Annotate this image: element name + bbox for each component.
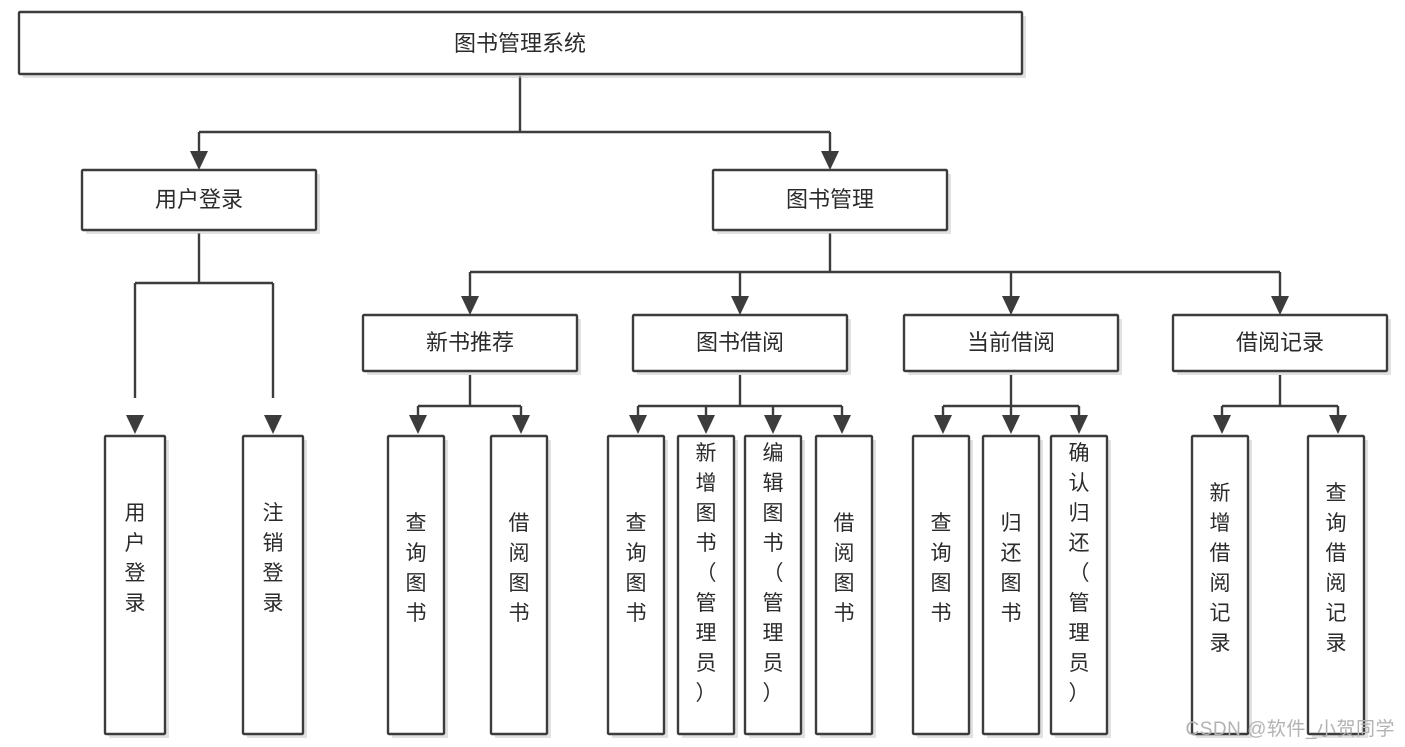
book-borrow-label: 图书借阅 xyxy=(696,330,784,355)
root-box[interactable] xyxy=(17,10,1024,76)
leaf-query-book-3[interactable]: 查询图书 xyxy=(911,434,973,738)
leaf-confirm-return-label: 确认归还（管理员） xyxy=(1069,442,1090,705)
arrow-to-leaf-borrow-book-1 xyxy=(512,415,530,434)
arrow-to-leaf-add-record xyxy=(1213,415,1231,434)
node-current-borrow[interactable]: 当前借阅 xyxy=(902,313,1122,375)
book-manage-label: 图书管理 xyxy=(786,187,874,212)
arrow-to-leaf-query-book-3 xyxy=(934,415,952,434)
arrow-to-leaf-query-book-1 xyxy=(409,415,427,434)
leaf-borrow-book-2[interactable]: 借阅图书 xyxy=(814,434,876,738)
leaf-borrow-book-2-box[interactable] xyxy=(814,434,874,736)
node-borrow-record[interactable]: 借阅记录 xyxy=(1171,313,1391,375)
current-borrow-label: 当前借阅 xyxy=(967,330,1055,355)
arrow-to-leaf-edit-book xyxy=(764,415,782,434)
leaf-add-record-box[interactable] xyxy=(1190,434,1250,736)
new-book-recommend-label: 新书推荐 xyxy=(426,330,514,355)
leaf-user-login-label: 用户登录 xyxy=(125,502,146,615)
book-borrow-box[interactable] xyxy=(631,313,849,373)
leaf-query-record-label: 查询借阅记录 xyxy=(1326,482,1347,655)
arrow-to-book-manage xyxy=(821,151,839,170)
arrow-to-user-login xyxy=(190,151,208,170)
leaf-query-book-1-label: 查询图书 xyxy=(406,512,427,625)
leaf-borrow-book-1[interactable]: 借阅图书 xyxy=(489,434,551,738)
arrow-to-leaf-user-login xyxy=(126,415,144,434)
leaf-return-book-label: 归还图书 xyxy=(1001,512,1022,625)
leaf-add-record-label: 新增借阅记录 xyxy=(1210,482,1231,655)
arrow-to-leaf-confirm-return xyxy=(1070,415,1088,434)
root-label: 图书管理系统 xyxy=(454,31,586,56)
borrow-record-label: 借阅记录 xyxy=(1236,330,1324,355)
borrow-record-box[interactable] xyxy=(1171,313,1389,373)
leaf-confirm-return[interactable]: 确认归还（管理员） xyxy=(1049,434,1111,738)
arrow-to-leaf-borrow-book-2 xyxy=(833,415,851,434)
leaf-user-logout-label: 注销登录 xyxy=(263,502,284,615)
arrow-to-book-borrow xyxy=(731,296,749,315)
leaf-edit-book-box[interactable] xyxy=(743,434,803,736)
leaf-user-logout-box[interactable] xyxy=(241,434,305,736)
arrow-to-leaf-query-record xyxy=(1329,415,1347,434)
leaf-query-book-1[interactable]: 查询图书 xyxy=(386,434,448,738)
leaf-query-record-box[interactable] xyxy=(1306,434,1366,736)
arrow-to-borrow-record xyxy=(1271,296,1289,315)
arrow-to-new-book-recommend xyxy=(461,296,479,315)
leaf-borrow-book-1-box[interactable] xyxy=(489,434,549,736)
node-book-borrow[interactable]: 图书借阅 xyxy=(631,313,851,375)
leaf-return-book-box[interactable] xyxy=(981,434,1041,736)
leaf-query-book-3-box[interactable] xyxy=(911,434,971,736)
leaf-add-record[interactable]: 新增借阅记录 xyxy=(1190,434,1252,738)
current-borrow-box[interactable] xyxy=(902,313,1120,373)
leaf-query-book-3-label: 查询图书 xyxy=(931,512,952,625)
arrow-to-leaf-user-logout xyxy=(264,415,282,434)
leaf-user-logout[interactable]: 注销登录 xyxy=(241,434,307,738)
leaf-confirm-return-box[interactable] xyxy=(1049,434,1109,736)
leaf-query-record[interactable]: 查询借阅记录 xyxy=(1306,434,1368,738)
node-new-book-recommend[interactable]: 新书推荐 xyxy=(361,313,581,375)
book-manage-box[interactable] xyxy=(711,168,949,232)
leaf-return-book[interactable]: 归还图书 xyxy=(981,434,1043,738)
new-book-recommend-box[interactable] xyxy=(361,313,579,373)
leaf-edit-book[interactable]: 编辑图书（管理员） xyxy=(743,434,805,738)
leaf-edit-book-label: 编辑图书（管理员） xyxy=(763,442,784,705)
node-root[interactable]: 图书管理系统 xyxy=(17,10,1026,78)
connector-layer xyxy=(126,76,1347,434)
leaf-add-book-label: 新增图书（管理员） xyxy=(696,442,717,705)
leaf-borrow-book-1-label: 借阅图书 xyxy=(509,512,530,625)
arrow-to-leaf-query-book-2 xyxy=(629,415,647,434)
leaf-query-book-2-box[interactable] xyxy=(606,434,666,736)
leaf-borrow-book-2-label: 借阅图书 xyxy=(834,512,855,625)
node-user-login[interactable]: 用户登录 xyxy=(80,168,320,234)
leaf-query-book-2-label: 查询图书 xyxy=(626,512,647,625)
leaf-add-book[interactable]: 新增图书（管理员） xyxy=(676,434,738,738)
leaf-query-book-1-box[interactable] xyxy=(386,434,446,736)
leaf-user-login[interactable]: 用户登录 xyxy=(103,434,169,738)
arrow-to-leaf-add-book xyxy=(697,415,715,434)
leaf-user-login-box[interactable] xyxy=(103,434,167,736)
leaf-query-book-2[interactable]: 查询图书 xyxy=(606,434,668,738)
leaf-add-book-box[interactable] xyxy=(676,434,736,736)
arrow-to-leaf-return-book xyxy=(1002,415,1020,434)
node-book-manage[interactable]: 图书管理 xyxy=(711,168,951,234)
user-login-label: 用户登录 xyxy=(155,187,243,212)
arrow-to-current-borrow xyxy=(1002,296,1020,315)
user-login-box[interactable] xyxy=(80,168,318,232)
